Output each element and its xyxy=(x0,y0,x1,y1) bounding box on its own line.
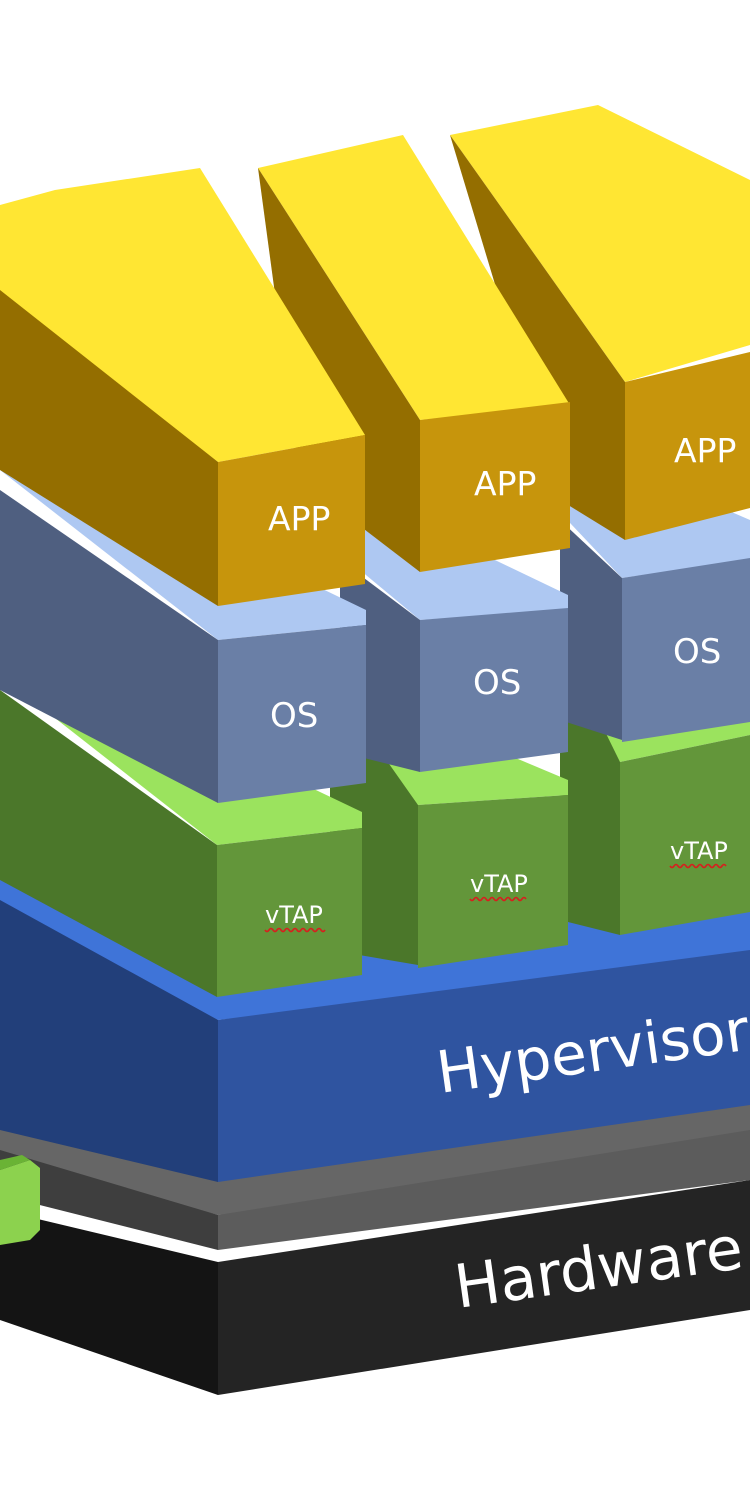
gray-slab-side xyxy=(0,1150,218,1250)
hardware-front-face xyxy=(218,1180,750,1395)
app-block-3-top xyxy=(450,105,750,382)
app-block-3-label: APP xyxy=(674,431,736,470)
vtap-block-1-underline xyxy=(264,927,326,933)
app-block-2-front xyxy=(420,402,570,572)
app-block-1-top xyxy=(0,168,365,462)
vtap-block-1-side xyxy=(0,690,217,997)
gray-slab-front xyxy=(218,1130,750,1250)
app-block-3: APP xyxy=(450,105,750,540)
hypervisor-side-face xyxy=(0,900,218,1182)
vtap-block-1-label: vTAP xyxy=(265,901,323,929)
app-block-1-side xyxy=(0,290,218,606)
os-block-3-side xyxy=(560,520,622,740)
vtap-block-3-front xyxy=(620,735,750,935)
app-block-2-label: APP xyxy=(474,464,536,503)
green-port-side xyxy=(0,1155,30,1170)
os-block-2-front xyxy=(420,608,568,772)
vtap-block-2-front xyxy=(418,795,568,968)
app-block-2-side xyxy=(258,168,420,572)
app-block-1-front xyxy=(218,435,365,606)
green-port-front xyxy=(0,1160,40,1245)
os-block-3-label: OS xyxy=(673,632,721,672)
app-layer: APP APP APP xyxy=(0,105,750,606)
app-block-3-front xyxy=(625,352,750,540)
os-block-3-front xyxy=(622,558,750,742)
hardware-side-face xyxy=(0,1210,218,1395)
vtap-block-2-underline xyxy=(469,896,527,902)
hypervisor-front-face xyxy=(218,950,750,1182)
os-block-1-side xyxy=(0,490,218,803)
app-block-2-top xyxy=(258,135,570,420)
vtap-block-3-label: vTAP xyxy=(670,837,728,865)
app-block-1-label: APP xyxy=(268,499,330,538)
app-block-2: APP xyxy=(258,135,570,572)
os-block-1-label: OS xyxy=(270,696,318,736)
app-block-3-side xyxy=(450,135,625,540)
vtap-block-2-label: vTAP xyxy=(470,870,528,898)
app-block-1: APP xyxy=(0,168,365,606)
vtap-block-1-front xyxy=(217,828,362,997)
os-block-1-front xyxy=(218,625,366,803)
vtap-block-3-underline xyxy=(669,863,727,869)
os-block-2-label: OS xyxy=(473,663,521,703)
